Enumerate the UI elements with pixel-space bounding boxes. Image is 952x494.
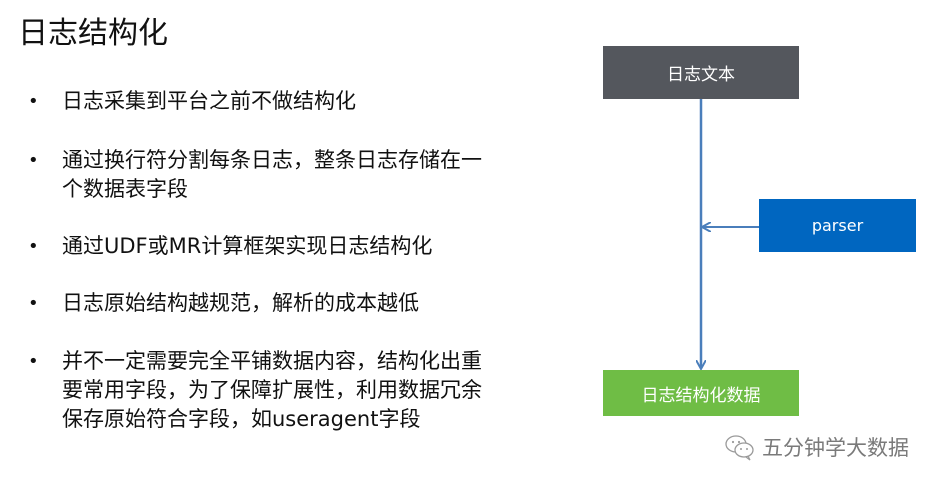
- node-structured-data: 日志结构化数据: [603, 370, 799, 416]
- bullet-marker: •: [28, 91, 39, 112]
- bullet-marker: •: [28, 293, 39, 314]
- slide-title: 日志结构化: [18, 16, 168, 51]
- bullet-text: 并不一定需要完全平铺数据内容，结构化出重要常用字段，为了保障扩展性，利用数据冗余…: [62, 349, 482, 431]
- node-label: parser: [811, 216, 864, 235]
- node-log-text: 日志文本: [603, 46, 799, 99]
- bullet-marker: •: [28, 236, 39, 257]
- bullet-item: • 并不一定需要完全平铺数据内容，结构化出重要常用字段，为了保障扩展性，利用数据…: [26, 347, 496, 434]
- bullet-marker: •: [28, 150, 39, 171]
- node-label: 日志结构化数据: [641, 385, 761, 406]
- node-label: 日志文本: [667, 65, 735, 85]
- bullet-text: 日志原始结构越规范，解析的成本越低: [62, 291, 419, 315]
- bullet-text: 日志采集到平台之前不做结构化: [62, 89, 356, 113]
- wechat-icon: [725, 435, 754, 461]
- watermark-text: 五分钟学大数据: [762, 436, 909, 460]
- bullet-item: • 日志原始结构越规范，解析的成本越低: [26, 289, 506, 318]
- bullet-item: • 通过UDF或MR计算框架实现日志结构化: [26, 232, 506, 261]
- bullet-item: • 日志采集到平台之前不做结构化: [26, 87, 506, 116]
- bullet-text: 通过换行符分割每条日志，整条日志存储在一个数据表字段: [62, 148, 482, 201]
- bullet-text: 通过UDF或MR计算框架实现日志结构化: [62, 234, 433, 258]
- bullet-item: • 通过换行符分割每条日志，整条日志存储在一个数据表字段: [26, 146, 496, 204]
- node-parser: parser: [759, 199, 916, 252]
- watermark: 五分钟学大数据: [724, 432, 909, 462]
- bullet-marker: •: [28, 351, 39, 372]
